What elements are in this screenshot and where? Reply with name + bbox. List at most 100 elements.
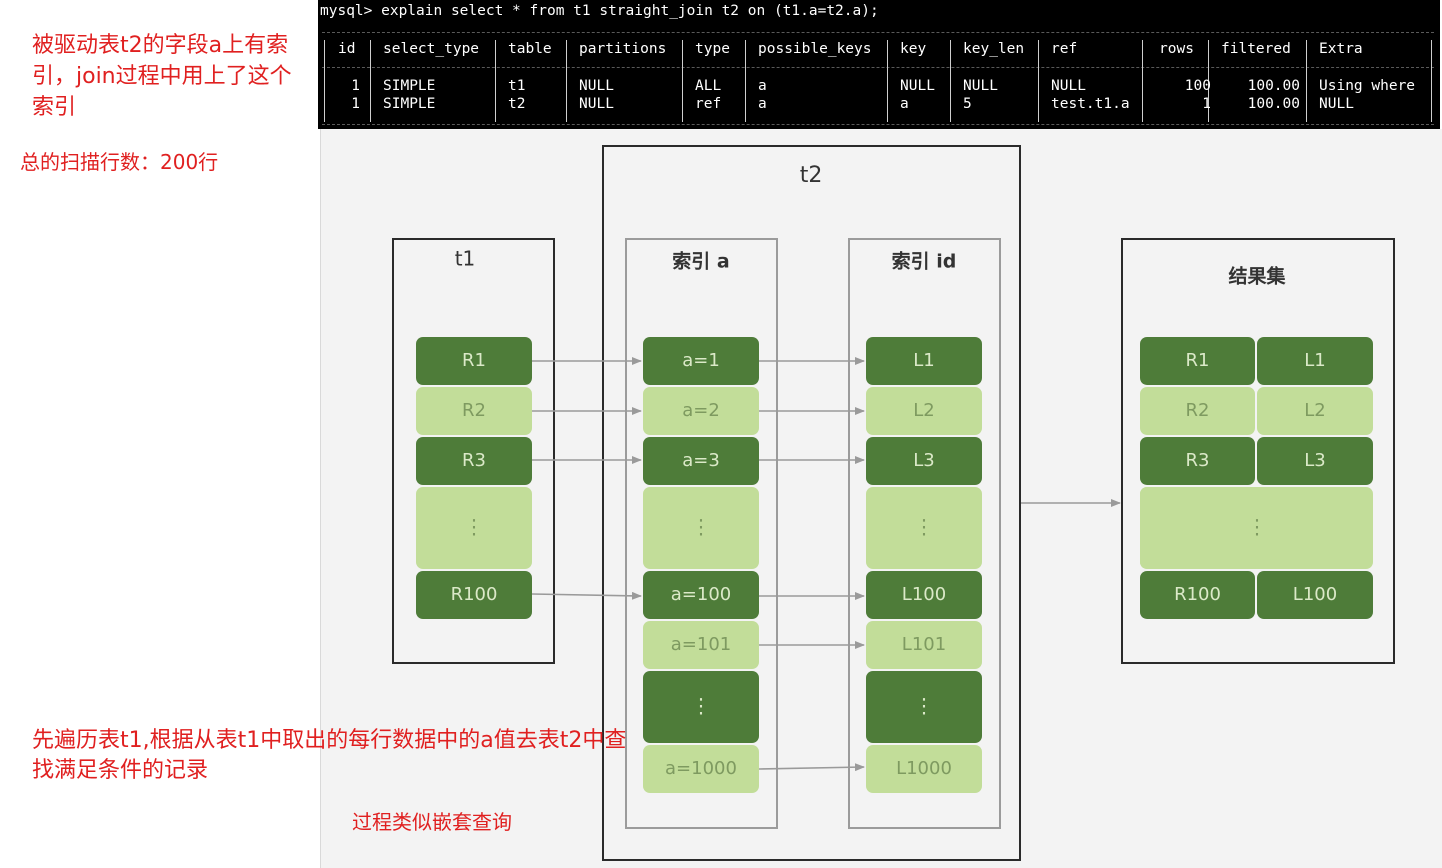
t1-row-label: R3: [462, 450, 486, 471]
index-a-row-box: [643, 437, 759, 485]
explain-command: mysql> explain select * from t1 straight…: [320, 3, 879, 19]
column-separator: [495, 40, 496, 122]
index-a-row-box: [643, 745, 759, 793]
column-header: Extra: [1319, 41, 1363, 57]
table-cell: NULL: [900, 78, 935, 94]
index-a-to-id-arrow: [758, 763, 865, 772]
index-a-row-box: [643, 671, 759, 743]
table-cell: NULL: [579, 78, 614, 94]
t2-title: t2: [800, 163, 823, 188]
index-id-row-box: [866, 745, 982, 793]
column-header: id: [338, 41, 356, 57]
index-id-row-label: L101: [902, 634, 946, 655]
index-a-row-label: a=101: [671, 634, 731, 655]
table-cell: 100.00: [1247, 78, 1300, 94]
index-id-row-box: [866, 621, 982, 669]
table-bottom-border: [322, 124, 1434, 125]
index-id-row-label: L1000: [896, 758, 952, 779]
column-header: select_type: [383, 41, 480, 57]
column-separator: [1431, 40, 1432, 122]
column-separator: [566, 40, 567, 122]
result-right-row-label: L3: [1304, 450, 1325, 471]
table-cell: ref: [695, 96, 722, 112]
t1-row-label: ⋮: [464, 515, 484, 539]
table-cell: SIMPLE: [383, 78, 436, 94]
t1-row-box: [416, 571, 532, 619]
result-set-title: 结果集: [1228, 265, 1286, 288]
table-cell: 1: [351, 78, 360, 94]
index-id-row-box: [866, 437, 982, 485]
index-id-row-label: ⋮: [914, 515, 934, 539]
column-header: rows: [1159, 41, 1194, 57]
index-id-row-box: [866, 337, 982, 385]
table-cell: 100.00: [1247, 96, 1300, 112]
column-header: possible_keys: [758, 41, 872, 57]
t1-row-box: [416, 337, 532, 385]
column-header: key: [900, 41, 927, 57]
table-cell: Using where: [1319, 78, 1416, 94]
index-a-row-box: [643, 487, 759, 569]
result-left-row-box: [1140, 437, 1255, 485]
result-left-row-label: R3: [1186, 450, 1210, 471]
table-cell: 100: [1184, 78, 1211, 94]
t1-row-label: R2: [462, 400, 486, 421]
index-a-row-box: [643, 337, 759, 385]
t1-row-box: [416, 387, 532, 435]
table-cell: SIMPLE: [383, 96, 436, 112]
table-cell: a: [758, 78, 767, 94]
column-separator: [324, 40, 325, 122]
traverse-note: 先遍历表t1,根据从表t1中取出的每行数据中的a值去表t2中查找满足条件的记录: [32, 728, 627, 783]
table-cell: test.t1.a: [1051, 96, 1130, 112]
index-a-row-box: [643, 621, 759, 669]
index-id-row-label: ⋮: [914, 694, 934, 718]
table-cell: a: [900, 96, 909, 112]
mysql-terminal: mysql> explain select * from t1 straight…: [318, 0, 1440, 129]
result-left-row-box: [1140, 387, 1255, 435]
column-header: ref: [1051, 41, 1078, 57]
table-cell: a: [758, 96, 767, 112]
result-left-row-label: R2: [1186, 400, 1210, 421]
result-merged-row-box: [1140, 487, 1373, 569]
column-separator: [745, 40, 746, 122]
t1-to-index-a-arrow: [531, 591, 642, 600]
table-cell: NULL: [963, 78, 998, 94]
index-a-row-label: a=100: [671, 584, 731, 605]
column-separator: [1142, 40, 1143, 122]
result-right-row-label: L100: [1293, 584, 1337, 605]
diagram-canvas: R1R2R3⋮R100a=1a=2a=3⋮a=100a=101⋮a=1000L1…: [392, 145, 1395, 861]
result-set-frame: [1121, 238, 1395, 664]
column-separator: [1208, 40, 1209, 122]
index-a-row-label: a=1000: [665, 758, 737, 779]
table-cell: t1: [508, 78, 526, 94]
table-header-border: [322, 67, 1434, 68]
column-header: partitions: [579, 41, 667, 57]
index-a-row-box: [643, 387, 759, 435]
column-header: type: [695, 41, 730, 57]
scan-count-note: 总的扫描行数：200行: [20, 150, 219, 174]
index-a-row-label: a=3: [682, 450, 720, 471]
table-cell: 1: [351, 96, 360, 112]
index-id-title: 索引 id: [892, 250, 957, 273]
column-header: filtered: [1221, 41, 1291, 57]
t1-table-frame: [392, 238, 555, 664]
result-right-row-label: L1: [1304, 350, 1325, 371]
nested-query-note: 过程类似嵌套查询: [352, 810, 512, 834]
index-a-title: 索引 a: [672, 250, 729, 273]
index-id-row-label: L3: [913, 450, 934, 471]
index-id-row-box: [866, 387, 982, 435]
result-left-row-label: R1: [1186, 350, 1210, 371]
t1-row-label: R100: [451, 584, 498, 605]
t1-title: t1: [455, 247, 476, 271]
column-separator: [950, 40, 951, 122]
column-header: key_len: [963, 41, 1025, 57]
table-cell: NULL: [579, 96, 614, 112]
index-a-row-label: a=1: [682, 350, 720, 371]
result-right-row-box: [1257, 387, 1373, 435]
t2-table-frame: [602, 145, 1021, 861]
index-usage-note: 被驱动表t2的字段a上有索引，join过程中用上了这个索引: [32, 33, 292, 120]
column-separator: [370, 40, 371, 122]
result-right-row-box: [1257, 337, 1373, 385]
result-left-row-box: [1140, 571, 1255, 619]
column-separator: [1038, 40, 1039, 122]
